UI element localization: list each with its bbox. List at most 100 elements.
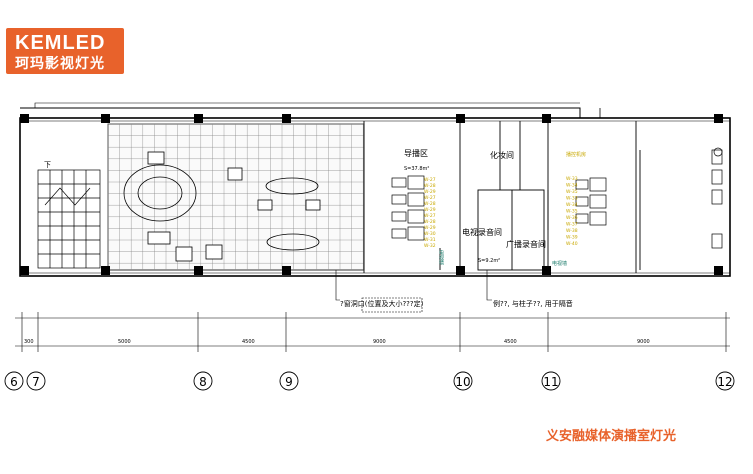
desk xyxy=(407,209,425,224)
studio-lighting-grid xyxy=(107,123,365,271)
column xyxy=(714,266,723,275)
desk-label: W-29 xyxy=(424,189,436,195)
machine-room-label: 播控机房 xyxy=(566,151,586,158)
fixture xyxy=(711,189,723,205)
desk-label: W-35 xyxy=(566,209,578,215)
desk xyxy=(589,177,607,192)
dimension-value: 4500 xyxy=(242,339,255,345)
logo-subtitle: 珂玛影视灯光 xyxy=(15,56,105,72)
annotation-leaders xyxy=(335,270,492,313)
dimension-values: 300 5000 4500 9000 4500 9000 xyxy=(24,339,650,345)
axis-circle xyxy=(26,371,46,391)
desk-label: W-28 xyxy=(424,201,436,207)
axis-label: 11 xyxy=(543,375,558,389)
dimension-value: 4500 xyxy=(504,339,517,345)
machine-room-desks xyxy=(575,177,607,226)
column xyxy=(282,266,291,275)
desk-label: W-33 xyxy=(566,196,578,202)
desk-labels-left: W-27W-28W-29W-27W-28W-29W-27W-28W-29W-30… xyxy=(424,177,436,249)
chair xyxy=(575,213,589,224)
desk xyxy=(407,175,425,190)
axis-circle xyxy=(4,371,24,391)
broadcast-audio-room-label: 广播录音间 xyxy=(506,239,546,249)
desk-label: W-35 xyxy=(566,189,578,195)
logo-brand: KEMLED xyxy=(15,32,106,54)
tv-wall-left-label: 电视墙 xyxy=(438,249,444,266)
news-desk-set-right xyxy=(257,177,321,251)
desk-label: W-30 xyxy=(424,231,436,237)
column-note: 例??, 与柱子??, 用于隔音 xyxy=(493,299,573,308)
column xyxy=(20,266,29,275)
axis-label: 8 xyxy=(199,375,207,389)
axis-circle xyxy=(193,371,213,391)
door-note: ?窗洞口(位置及大小???定) xyxy=(340,299,424,308)
column xyxy=(101,266,110,275)
desk-label: W-39 xyxy=(566,235,578,241)
desk-label: W-38 xyxy=(566,228,578,234)
outer-walls xyxy=(19,102,731,277)
kemled-logo: KEMLED 珂玛影视灯光 xyxy=(6,28,124,74)
desk-label: W-33 xyxy=(566,176,578,182)
desk xyxy=(407,192,425,207)
chair xyxy=(575,179,589,190)
axis-circle xyxy=(715,371,735,391)
desk xyxy=(407,226,425,241)
desk-labels-right: W-33W-34W-35W-33W-34W-35W-36W-37W-38W-39… xyxy=(566,176,578,247)
column xyxy=(456,114,465,123)
axis-label: 6 xyxy=(10,375,18,389)
axis-circle xyxy=(541,371,561,391)
dimension-value: 300 xyxy=(24,339,34,345)
desk-label: W-32 xyxy=(424,243,436,249)
dimension-lines xyxy=(15,312,730,352)
axis-circle xyxy=(453,371,473,391)
dimension-value: 9000 xyxy=(637,339,650,345)
column xyxy=(20,114,29,123)
desk-label: W-37 xyxy=(566,222,578,228)
desk-label: W-27 xyxy=(424,213,436,219)
director-desks xyxy=(391,175,425,241)
axis-label: 10 xyxy=(455,375,470,389)
stairwell xyxy=(37,169,101,269)
desk-label: W-28 xyxy=(424,219,436,225)
chair xyxy=(391,228,407,239)
director-area-label: 导播区 xyxy=(404,148,428,158)
interior-walls xyxy=(363,121,641,273)
small-area-size: S=9.2m² xyxy=(478,258,500,264)
chair xyxy=(575,196,589,207)
news-desk-set-left xyxy=(123,151,243,262)
column xyxy=(194,266,203,275)
right-room-fixtures xyxy=(711,147,723,249)
dimension-value: 5000 xyxy=(118,339,131,345)
desk-label: W-40 xyxy=(566,241,578,247)
chair xyxy=(391,177,407,188)
desk-label: W-27 xyxy=(424,177,436,183)
fixture xyxy=(711,233,723,249)
desk xyxy=(589,194,607,209)
fixture xyxy=(711,149,723,165)
column xyxy=(542,114,551,123)
chair xyxy=(391,194,407,205)
director-area-size: S=37.8m² xyxy=(404,166,429,172)
column xyxy=(282,114,291,123)
fixture xyxy=(711,169,723,185)
axis-label: 12 xyxy=(717,375,732,389)
column xyxy=(542,266,551,275)
axis-label: 9 xyxy=(285,375,293,389)
figure-caption: 义安融媒体演播室灯光 xyxy=(546,429,677,444)
desk xyxy=(589,211,607,226)
tv-wall-right-label: 电视墙 xyxy=(552,260,567,267)
column xyxy=(456,266,465,275)
column xyxy=(714,114,723,123)
structural-columns xyxy=(20,114,723,275)
makeup-room-label: 化妆间 xyxy=(490,150,514,160)
desk-label: W-36 xyxy=(566,215,578,221)
axis-circle xyxy=(279,371,299,391)
dimension-value: 9000 xyxy=(373,339,386,345)
desk-label: W-34 xyxy=(566,183,578,189)
column xyxy=(194,114,203,123)
axis-label: 7 xyxy=(32,375,40,389)
column xyxy=(101,114,110,123)
fixture-round xyxy=(713,147,723,157)
tv-audio-room-label: 电视录音间 xyxy=(462,227,502,237)
